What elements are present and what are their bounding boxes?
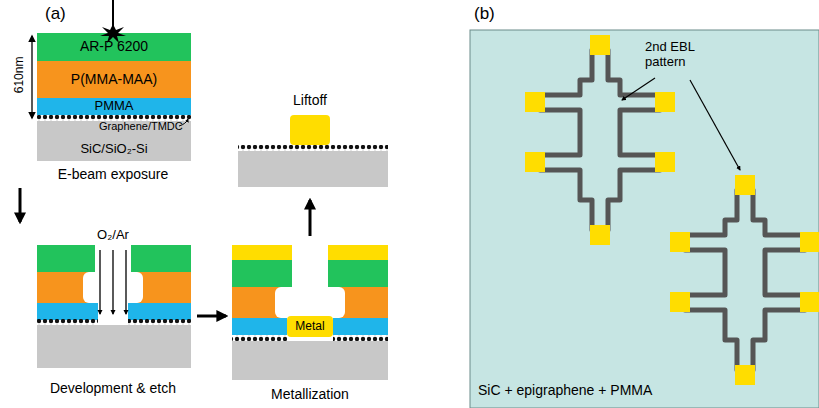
substrate-panel: SiC + epigraphene + PMMA xyxy=(478,380,738,402)
pattern-callout: 2nd EBL pattern xyxy=(645,40,725,70)
layer-label: SiC + epigraphene + PMMA xyxy=(478,383,652,398)
substrate-layer: SiC/SiO₂-Si xyxy=(37,138,191,160)
step-label: Metallization xyxy=(235,386,385,402)
step-label: Liftoff xyxy=(270,92,350,108)
layer-label: SiC/SiO₂-Si xyxy=(80,142,147,156)
resist-layer: PMMA xyxy=(37,98,191,115)
step-label: Development & etch xyxy=(18,380,208,396)
etch-gas-label: O₂/Ar xyxy=(83,228,143,243)
layer-callout: Graphene/TMDC xyxy=(99,120,183,133)
step-label: E-beam exposure xyxy=(23,166,203,182)
dimension-label: 610nm xyxy=(13,45,27,105)
resist-layer: P(MMA-MAA) xyxy=(37,61,191,98)
metal-contact: Metal xyxy=(287,316,333,337)
layer-label: AR-P 6200 xyxy=(80,39,148,54)
resist-layer: AR-P 6200 xyxy=(37,33,191,61)
layer-label: P(MMA-MAA) xyxy=(71,72,157,87)
layer-label: PMMA xyxy=(95,99,134,113)
panel-letter: (a) xyxy=(45,4,66,24)
layer-label: Metal xyxy=(295,320,324,333)
panel-letter: (b) xyxy=(474,4,495,24)
